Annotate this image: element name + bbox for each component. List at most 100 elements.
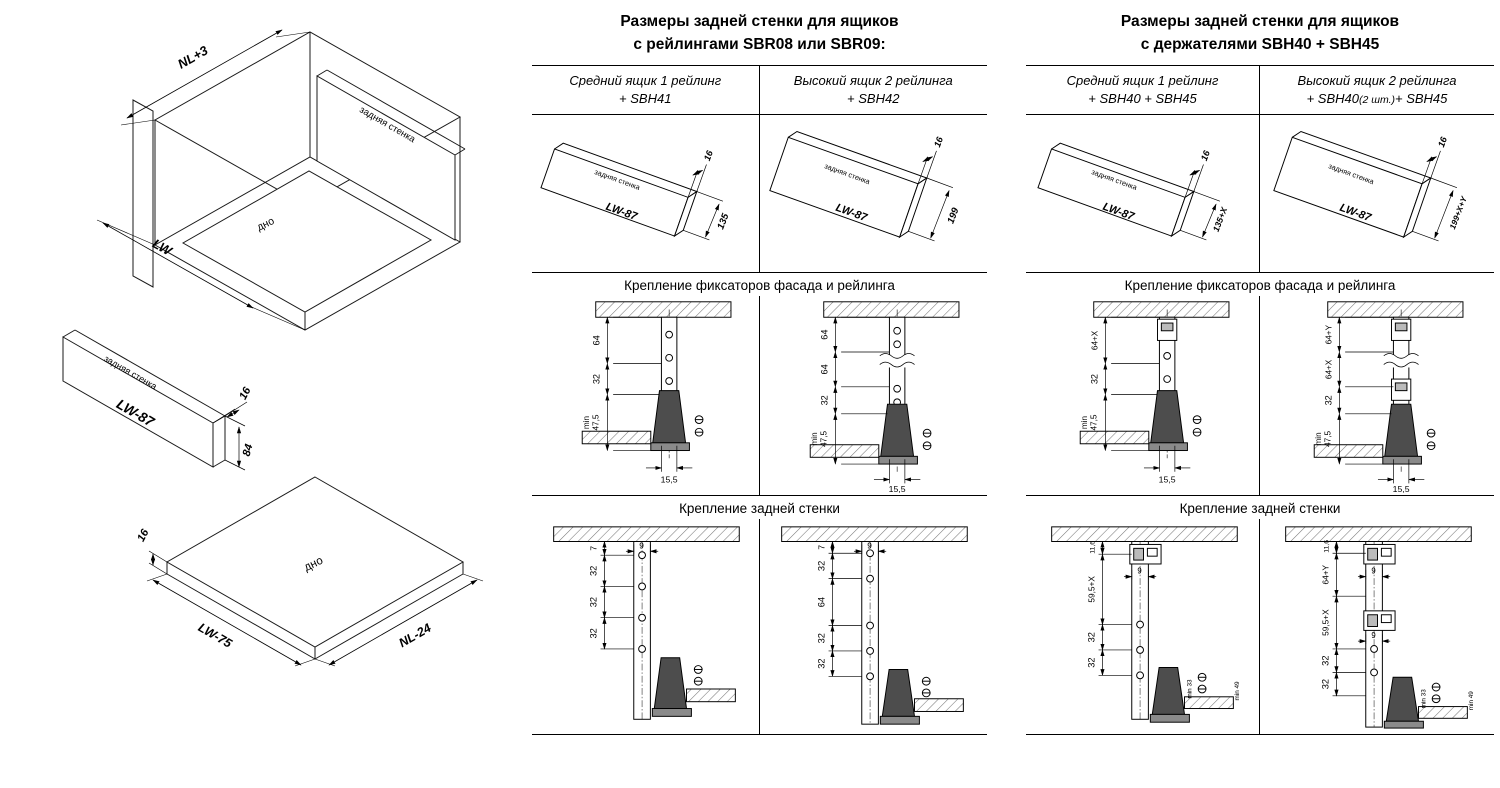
dim-label: 32 bbox=[820, 396, 830, 406]
sbr-fix-row: 64 32 min 47,5 15,5 bbox=[532, 295, 987, 496]
back-panel-drawing bbox=[62, 329, 226, 468]
bottom-panel-depth-dim bbox=[314, 573, 484, 667]
sbh-fix-title: Крепление фиксаторов фасада и рейлинга bbox=[1124, 277, 1396, 293]
dim-label-9: 9 bbox=[1371, 567, 1375, 576]
section-sbh: Размеры задней стенки для ящиков с держа… bbox=[1026, 10, 1494, 735]
sbr-col2-header-line2: + SBH42 bbox=[847, 90, 900, 106]
bottom-panel-thickness-dim bbox=[148, 550, 168, 575]
dim-label-top: 9 bbox=[640, 541, 645, 551]
fixator-device bbox=[1385, 677, 1420, 723]
dim-label: 64+Y bbox=[1321, 565, 1331, 585]
dim-chain bbox=[600, 541, 635, 651]
back-panel-diagram-high: задняя стенка LW-87 16 199 bbox=[768, 130, 962, 242]
dim-label: 32 bbox=[1086, 632, 1096, 642]
dim-label-9: 9 bbox=[1137, 567, 1141, 576]
sbh-col2-header-line1: Высокий ящик 2 рейлинга bbox=[1297, 72, 1457, 88]
sbr-header-row: Средний ящик 1 рейлинг + SBH41 Высокий я… bbox=[532, 65, 987, 115]
back-panel-thickness-label: 16 bbox=[237, 385, 254, 402]
back-panel-diagram-medium: задняя стенка LW-87 16 135 bbox=[540, 142, 731, 241]
sbh-col2-header-sbh40: + SBH40 bbox=[1306, 90, 1359, 106]
sbr-panel-high-cell: задняя стенка LW-87 16 199 bbox=[760, 115, 988, 272]
section-sbr-title-line1: Размеры задней стенки для ящиков bbox=[620, 13, 899, 30]
dim-label-min-val: 47,5 bbox=[820, 431, 829, 447]
fixator-device bbox=[653, 657, 688, 710]
dim-label: 32 bbox=[1321, 656, 1331, 666]
dim-label-width: LW bbox=[150, 236, 176, 260]
backwall-mount-drawing-medium: 9 11,6 59,5+X 32 32 bbox=[1050, 526, 1241, 724]
dim-label-min49: min 49 bbox=[1234, 681, 1241, 700]
dim-width-lw bbox=[96, 219, 306, 331]
sbh-panel-high-cell: задняя стенка LW-87 16 199+X+Y bbox=[1260, 115, 1494, 272]
sbr-col1-header: Средний ящик 1 рейлинг + SBH41 bbox=[532, 65, 760, 114]
dim-label: 32 bbox=[589, 566, 599, 576]
dim-9 bbox=[626, 544, 659, 555]
dim-label: 32 bbox=[817, 633, 827, 643]
bottom-panel-width-label: LW-75 bbox=[196, 620, 235, 651]
dim-label-min-val: 47,5 bbox=[1324, 431, 1333, 447]
fixator-mount-drawing-medium: 64 32 min 47,5 15,5 bbox=[581, 301, 732, 485]
panel-holes bbox=[638, 551, 647, 654]
fixator-device bbox=[1384, 404, 1419, 458]
panel-height-label: 135 bbox=[715, 212, 731, 232]
dim-label: 32 bbox=[817, 561, 827, 571]
dim-label-bottom: 15,5 bbox=[661, 475, 678, 485]
bottom-panel-thickness-label: 16 bbox=[135, 527, 152, 544]
dim-label-bottom: 15,5 bbox=[1393, 484, 1410, 494]
section-sbr-table: Средний ящик 1 рейлинг + SBH41 Высокий я… bbox=[532, 64, 988, 735]
sbr-back-title: Крепление задней стенки bbox=[679, 500, 840, 516]
dim-label-min-val: 47,5 bbox=[1089, 414, 1098, 430]
panel-holes bbox=[866, 549, 875, 681]
back-panel-thickness-dim bbox=[212, 401, 248, 424]
screw-icon bbox=[922, 429, 932, 451]
panel-height-label: 135+X bbox=[1211, 205, 1230, 233]
dim-label: 64 bbox=[592, 336, 602, 346]
sbr-fix-medium-cell: 64 32 min 47,5 15,5 bbox=[532, 295, 760, 495]
back-panel-height-dim bbox=[224, 415, 246, 471]
fixator-device bbox=[652, 390, 687, 444]
dim-chain bbox=[605, 316, 693, 473]
break-line bbox=[879, 362, 916, 368]
backwall-mount-drawing-high: 9 9 11,6 bbox=[1285, 526, 1475, 729]
section-sbh-title-line2: с держателями SBH40 + SBH45 bbox=[1140, 36, 1380, 54]
dim-label: 64 bbox=[817, 597, 827, 607]
sbh-fix-high-cell: 64+Y 64+X 32 min 47,5 15,5 bbox=[1260, 296, 1494, 495]
dim-9 bbox=[854, 544, 887, 555]
sbh-header-row: Средний ящик 1 рейлинг + SBH40 + SBH45 В… bbox=[1026, 65, 1494, 115]
fixator-device bbox=[1149, 390, 1184, 444]
dim-label: 64+X bbox=[1325, 360, 1334, 380]
screw-icon bbox=[694, 415, 704, 437]
dim-label-bottom: 15,5 bbox=[889, 484, 906, 494]
dim-label: 64 bbox=[820, 365, 830, 375]
panel-thickness-label: 16 bbox=[1199, 149, 1212, 163]
dim-chain bbox=[833, 316, 921, 484]
break-line bbox=[879, 353, 916, 360]
sbr-panel-medium-cell: задняя стенка LW-87 16 135 bbox=[532, 114, 760, 272]
dim-label-min: min bbox=[1079, 416, 1088, 430]
isometric-drawer-drawings: задняя стенка дно NL+3 LW задняя стенка … bbox=[62, 29, 484, 667]
dim-label-min: min bbox=[810, 432, 819, 446]
section-sbh-title-line1: Размеры задней стенки для ящиков bbox=[1120, 13, 1400, 30]
sbr-col1-header-line2: + SBH41 bbox=[619, 90, 672, 106]
dim-label: 32 bbox=[589, 597, 599, 607]
fixator-mount-drawing-medium: 64+X 32 min 47,5 15,5 bbox=[1079, 301, 1229, 485]
screw-icon bbox=[694, 665, 703, 686]
dim-label-min33: min 33 bbox=[1420, 689, 1427, 708]
dim-label-top: 9 bbox=[868, 541, 873, 551]
rail-holes bbox=[1162, 352, 1171, 384]
dim-label-min49: min 49 bbox=[1468, 691, 1475, 710]
break-line bbox=[1383, 353, 1419, 360]
panel-thickness-label: 16 bbox=[932, 135, 945, 149]
dim-label-9: 9 bbox=[1371, 632, 1375, 641]
sbh-back-title: Крепление задней стенки bbox=[1179, 500, 1341, 516]
dim-label: 32 bbox=[1321, 679, 1331, 689]
dim-label: 7 bbox=[589, 546, 599, 551]
dim-label: 32 bbox=[1324, 396, 1334, 406]
fixator-device bbox=[880, 404, 915, 458]
sbr-col2-header-line1: Высокий ящик 2 рейлинга bbox=[793, 72, 953, 88]
sbh-col1-header: Средний ящик 1 рейлинг + SBH40 + SBH45 bbox=[1026, 65, 1260, 114]
dim-label: 11,6 bbox=[1324, 540, 1331, 553]
screw-icon bbox=[1192, 415, 1201, 437]
dim-label: 11,6 bbox=[1089, 541, 1096, 554]
dim-label: 32 bbox=[1086, 658, 1096, 668]
dim-label-min: min bbox=[582, 416, 591, 430]
